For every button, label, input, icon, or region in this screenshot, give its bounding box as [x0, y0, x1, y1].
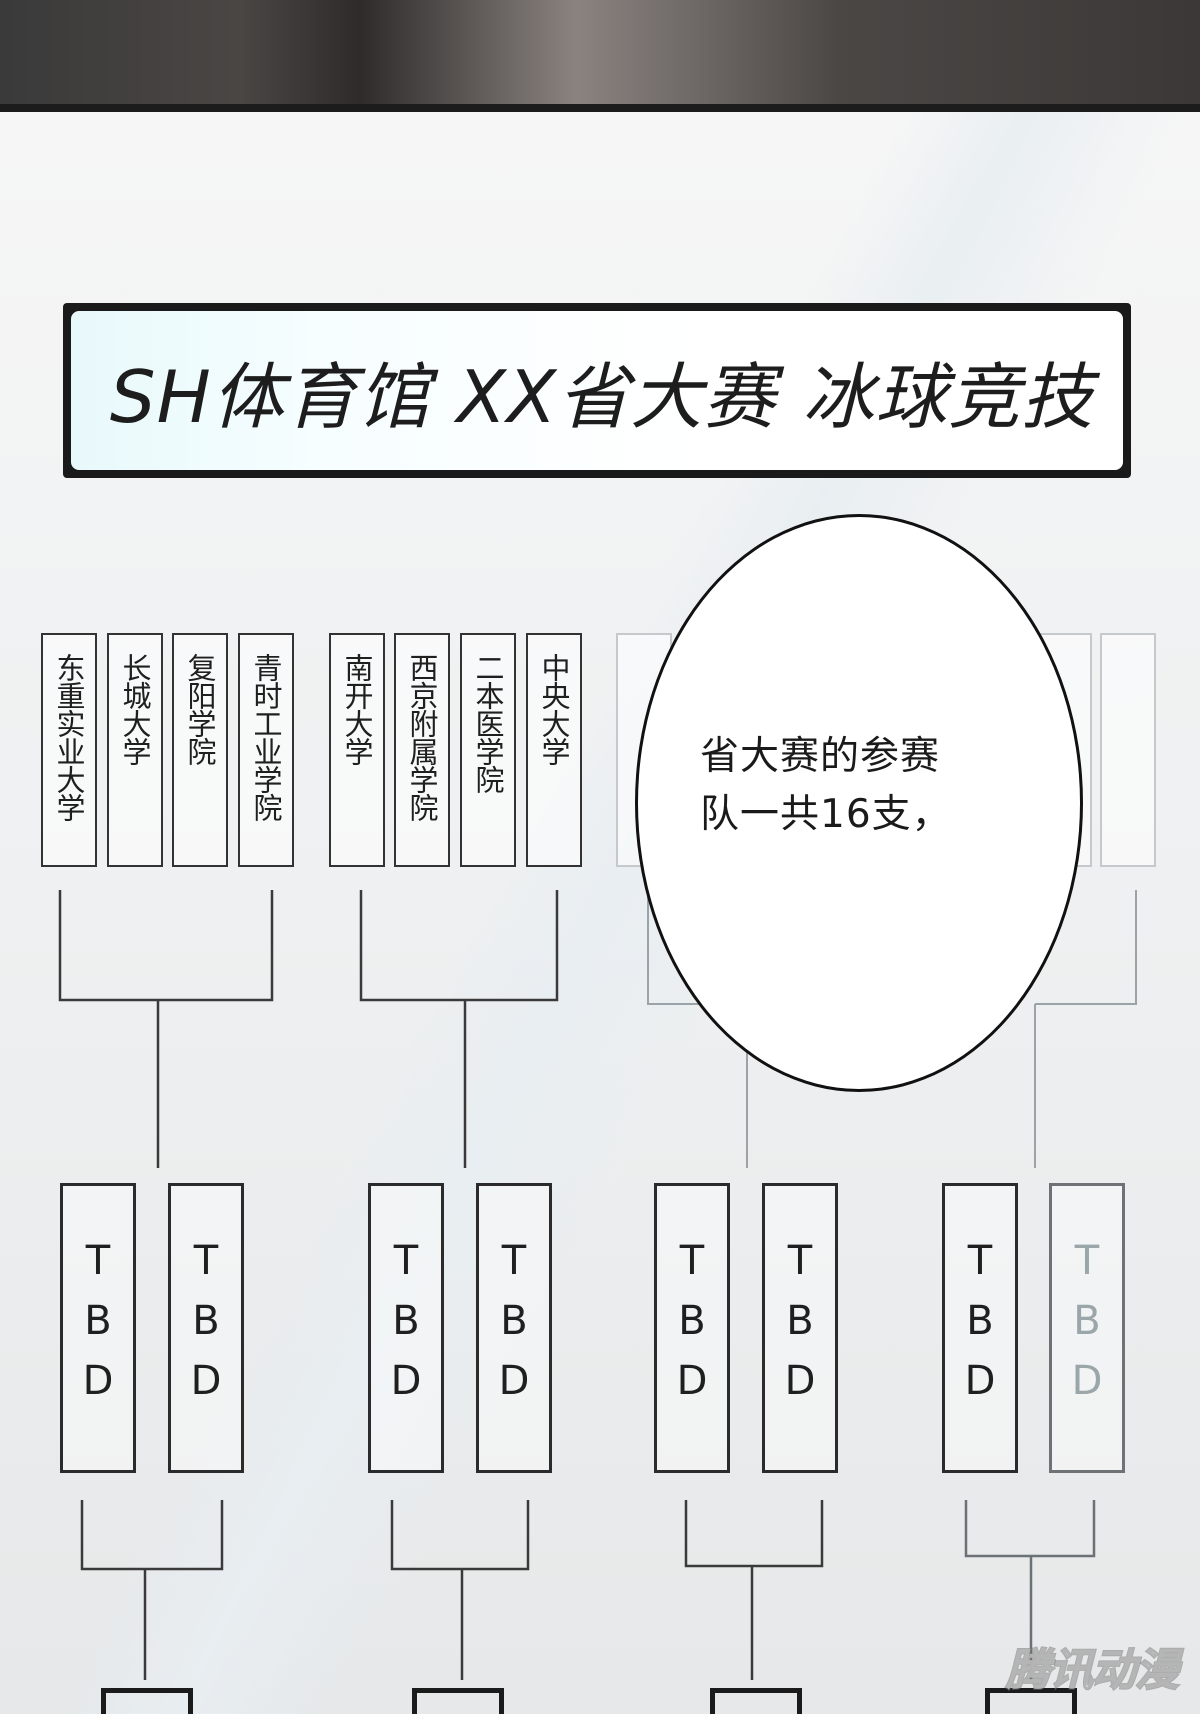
team-name: 长城大学 — [118, 653, 152, 765]
team-box: 东重实业大学 — [41, 633, 97, 867]
title-banner: SH体育馆 XX省大赛 冰球竞技 — [63, 303, 1131, 478]
team-box: 中央大学 — [526, 633, 582, 867]
team-box: 长城大学 — [107, 633, 163, 867]
tbd-box: TBD — [654, 1183, 730, 1473]
tbd-label: TBD — [491, 1238, 537, 1418]
team-name: 中央大学 — [537, 653, 571, 765]
tbd-box: TBD — [168, 1183, 244, 1473]
bubble-line-1: 省大赛的参赛 — [700, 734, 941, 779]
tbd-box: TBD — [368, 1183, 444, 1473]
tbd-box: TBD — [1049, 1183, 1125, 1473]
watermark-logo: 腾讯动漫 — [1005, 1644, 1180, 1697]
speech-bubble — [635, 514, 1083, 1092]
tbd-box: TBD — [476, 1183, 552, 1473]
tbd-box: TBD — [942, 1183, 1018, 1473]
team-name: 二本医学院 — [471, 653, 505, 793]
tbd-label: TBD — [777, 1238, 823, 1418]
team-name: 西京附属学院 — [405, 653, 439, 821]
title-banner-inner: SH体育馆 XX省大赛 冰球竞技 — [71, 311, 1123, 470]
bracket-line-group-1 — [58, 890, 274, 1168]
tbd-label: TBD — [183, 1238, 229, 1418]
tbd-label: TBD — [1064, 1238, 1110, 1418]
team-box: 南开大学 — [329, 633, 385, 867]
banner-venue: SH体育馆 — [109, 355, 431, 439]
team-box: 二本医学院 — [460, 633, 516, 867]
next-round-box — [710, 1688, 802, 1714]
next-round-box — [101, 1688, 193, 1714]
tbd-bracket-line-3 — [684, 1500, 824, 1680]
banner-event: XX省大赛 — [456, 355, 777, 439]
team-name: 南开大学 — [340, 653, 374, 765]
tbd-box: TBD — [60, 1183, 136, 1473]
tbd-label: TBD — [957, 1238, 1003, 1418]
panel-divider — [0, 104, 1200, 112]
tbd-bracket-line-2 — [390, 1500, 530, 1680]
tbd-bracket-line-1 — [80, 1500, 224, 1680]
bubble-line-2: 队一共16支， — [700, 792, 952, 837]
team-box — [1100, 633, 1156, 867]
bracket-line-group-4 — [1034, 890, 1137, 1168]
tbd-bracket-line-4 — [964, 1500, 1096, 1680]
tbd-label: TBD — [75, 1238, 121, 1418]
team-box: 复阳学院 — [172, 633, 228, 867]
next-round-box — [412, 1688, 504, 1714]
team-name: 东重实业大学 — [52, 653, 86, 821]
banner-sport: 冰球竞技 — [802, 355, 1095, 439]
team-box: 西京附属学院 — [394, 633, 450, 867]
tbd-box: TBD — [762, 1183, 838, 1473]
team-box: 青时工业学院 — [238, 633, 294, 867]
team-name: 青时工业学院 — [249, 653, 283, 821]
tbd-label: TBD — [383, 1238, 429, 1418]
team-name: 复阳学院 — [183, 653, 217, 765]
tbd-label: TBD — [669, 1238, 715, 1418]
top-photo-panel — [0, 0, 1200, 112]
next-round-box — [985, 1688, 1077, 1714]
speech-bubble-text: 省大赛的参赛 队一共16支， — [700, 728, 1040, 844]
bracket-line-group-2 — [359, 890, 559, 1168]
